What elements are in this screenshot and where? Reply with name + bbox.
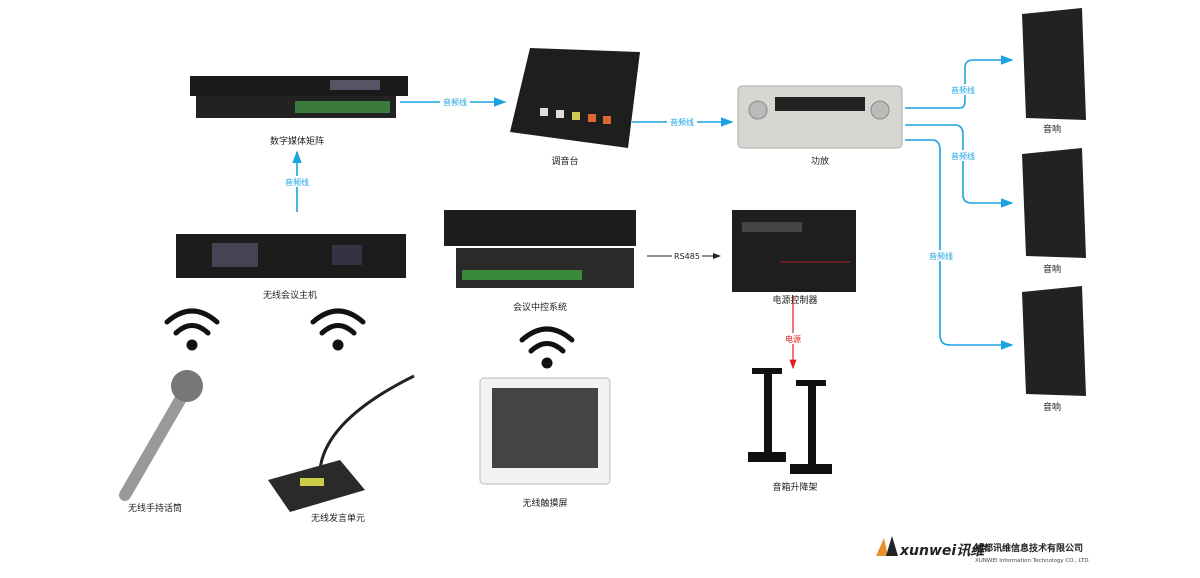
speaker-stand-device bbox=[748, 368, 832, 474]
device-label: 调音台 bbox=[551, 155, 578, 167]
company-name-cn: 成都讯维信息技术有限公司 bbox=[975, 542, 1083, 554]
company-name-en: XUNWEI Information Technology CO., LTD. bbox=[975, 558, 1090, 564]
link-label: 音频线 bbox=[951, 151, 975, 161]
device-label: 无线发言单元 bbox=[311, 512, 365, 524]
central-control-device bbox=[444, 210, 636, 288]
touch-screen-device bbox=[479, 377, 611, 485]
link-label: 电源 bbox=[785, 334, 801, 344]
link-label: 音频线 bbox=[951, 85, 975, 95]
device-label: 无线触摸屏 bbox=[522, 497, 567, 509]
link-label: 音频线 bbox=[285, 177, 309, 187]
device-label: 无线会议主机 bbox=[263, 289, 317, 301]
link-labels: 音频线 音频线 音频线 音频线 音频线 音频线 RS485 电源 bbox=[282, 84, 978, 344]
matrix-device bbox=[190, 76, 408, 118]
speaker-device bbox=[1022, 8, 1086, 396]
device-label: 音响 bbox=[1043, 401, 1061, 413]
mixer-device bbox=[510, 48, 640, 148]
amplifier-device bbox=[737, 85, 903, 149]
link-label: 音频线 bbox=[670, 117, 694, 127]
device-label: 音响 bbox=[1043, 263, 1061, 275]
link-label: RS485 bbox=[674, 252, 700, 261]
device-label: 音箱升降架 bbox=[772, 481, 817, 493]
power-controller-device bbox=[732, 210, 856, 292]
company-logo: xunwei讯维 成都讯维信息技术有限公司 XUNWEI Information… bbox=[876, 536, 1090, 564]
device-label: 功放 bbox=[811, 155, 829, 167]
handheld-mic-device bbox=[119, 370, 203, 501]
link-label: 音频线 bbox=[929, 251, 953, 261]
speaking-unit-device bbox=[268, 374, 415, 512]
device-label: 会议中控系统 bbox=[513, 301, 567, 313]
device-label: 数字媒体矩阵 bbox=[270, 135, 324, 147]
device-label: 电源控制器 bbox=[772, 294, 817, 306]
wifi-icon bbox=[164, 308, 575, 369]
host-device bbox=[176, 234, 406, 278]
svg-text:xunwei讯维: xunwei讯维 bbox=[899, 542, 986, 559]
audio-links bbox=[292, 55, 1014, 370]
link-label: 音频线 bbox=[443, 97, 467, 107]
device-label: 音响 bbox=[1043, 123, 1061, 135]
device-label: 无线手持话筒 bbox=[128, 502, 182, 514]
